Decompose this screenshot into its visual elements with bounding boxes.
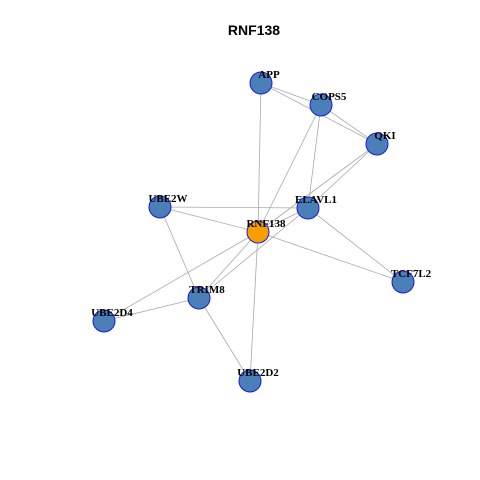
node-qki: QKI xyxy=(365,130,396,156)
edge-ube2w-elavl1 xyxy=(159,206,309,209)
edge-ube2w-rnf138 xyxy=(159,206,259,233)
node-label-trim8: TRIM8 xyxy=(189,284,225,296)
node-app: APP xyxy=(249,69,280,95)
edge-ube2w-trim8 xyxy=(159,206,200,299)
edge-qki-rnf138 xyxy=(257,143,378,233)
node-ube2d4: UBE2D4 xyxy=(91,307,133,333)
node-ube2w: UBE2W xyxy=(148,193,188,219)
edge-rnf138-ube2d4 xyxy=(103,231,259,322)
node-label-rnf138: RNF138 xyxy=(246,218,286,230)
node-label-ube2d4: UBE2D4 xyxy=(91,307,133,319)
node-label-ube2w: UBE2W xyxy=(148,193,187,205)
edge-elavl1-tcf7l2 xyxy=(307,207,404,283)
edge-elavl1-trim8 xyxy=(198,207,309,299)
edge-qki-elavl1 xyxy=(307,143,378,209)
node-circle-elavl1 xyxy=(296,196,320,220)
node-label-cops5: COPS5 xyxy=(312,91,347,103)
edge-app-rnf138 xyxy=(257,82,262,233)
node-circle-ube2d2 xyxy=(238,369,262,393)
node-circle-app xyxy=(249,71,273,95)
edge-rnf138-trim8 xyxy=(198,231,259,299)
node-tcf7l2: TCF7L2 xyxy=(391,268,432,294)
node-circle-ube2d4 xyxy=(92,309,116,333)
node-ube2d2: UBE2D2 xyxy=(237,367,279,393)
node-label-app: APP xyxy=(258,69,280,81)
node-label-tcf7l2: TCF7L2 xyxy=(391,268,432,280)
edge-cops5-rnf138 xyxy=(257,104,322,233)
edge-rnf138-ube2d2 xyxy=(249,231,259,382)
node-circle-qki xyxy=(365,132,389,156)
node-circle-trim8 xyxy=(187,286,211,310)
node-label-qki: QKI xyxy=(374,130,395,142)
node-circle-ube2w xyxy=(148,195,172,219)
edge-trim8-ube2d2 xyxy=(198,297,251,382)
node-label-elavl1: ELAVL1 xyxy=(295,194,337,206)
node-cops5: COPS5 xyxy=(309,91,347,117)
node-label-ube2d2: UBE2D2 xyxy=(237,367,279,379)
node-trim8: TRIM8 xyxy=(187,284,225,310)
edge-rnf138-tcf7l2 xyxy=(257,231,404,283)
edge-cops5-elavl1 xyxy=(307,104,322,209)
node-rnf138: RNF138 xyxy=(246,218,286,244)
node-elavl1: ELAVL1 xyxy=(295,194,337,220)
node-circle-tcf7l2 xyxy=(391,270,415,294)
diagram-title: RNF138 xyxy=(228,22,280,38)
node-circle-rnf138 xyxy=(246,220,270,244)
node-circle-cops5 xyxy=(309,93,333,117)
edge-trim8-ube2d4 xyxy=(103,297,200,322)
